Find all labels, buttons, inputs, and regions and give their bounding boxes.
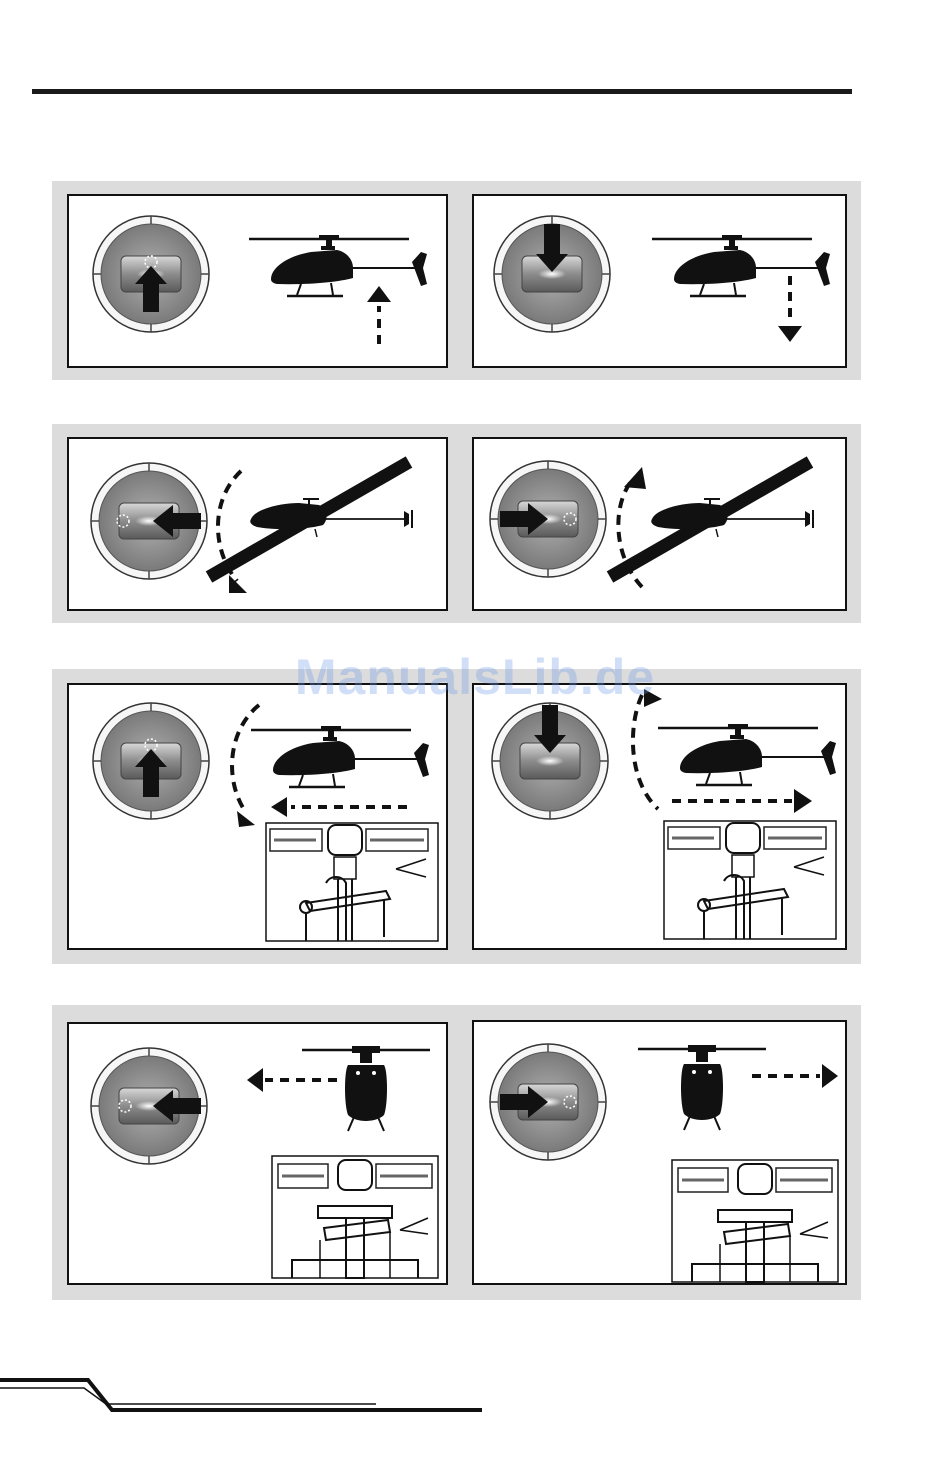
panel-aileron-right (472, 1020, 847, 1285)
panel-rudder-left (67, 437, 448, 611)
helicopter-rear-icon (638, 1045, 766, 1130)
helicopter-side-icon (658, 724, 836, 785)
helicopter-side-icon (249, 235, 427, 296)
backward-arrow (794, 789, 812, 813)
left-arrow (247, 1068, 263, 1092)
swashplate-inset (672, 1160, 838, 1282)
descend-arrow (778, 326, 802, 342)
right-arrow (822, 1064, 838, 1088)
swashplate-inset (272, 1156, 438, 1278)
yaw-right-arrow (624, 467, 646, 489)
climb-arrow (367, 286, 391, 302)
helicopter-side-icon (251, 726, 429, 787)
yaw-left-arrow (229, 575, 247, 593)
panel-collective-down (472, 194, 847, 368)
footer-decoration (0, 1370, 500, 1430)
panel-elevator-forward (67, 683, 448, 950)
panel-aileron-left (67, 1022, 448, 1285)
forward-arrow (271, 797, 287, 817)
helicopter-side-icon (652, 235, 830, 296)
panel-elevator-back (472, 683, 847, 950)
panel-rudder-right (472, 437, 847, 611)
header-rule (32, 89, 852, 94)
helicopter-top-icon (209, 462, 412, 577)
swashplate-inset (266, 823, 438, 941)
swashplate-inset (664, 821, 836, 939)
panel-collective-up (67, 194, 448, 368)
helicopter-rear-icon (302, 1046, 430, 1131)
